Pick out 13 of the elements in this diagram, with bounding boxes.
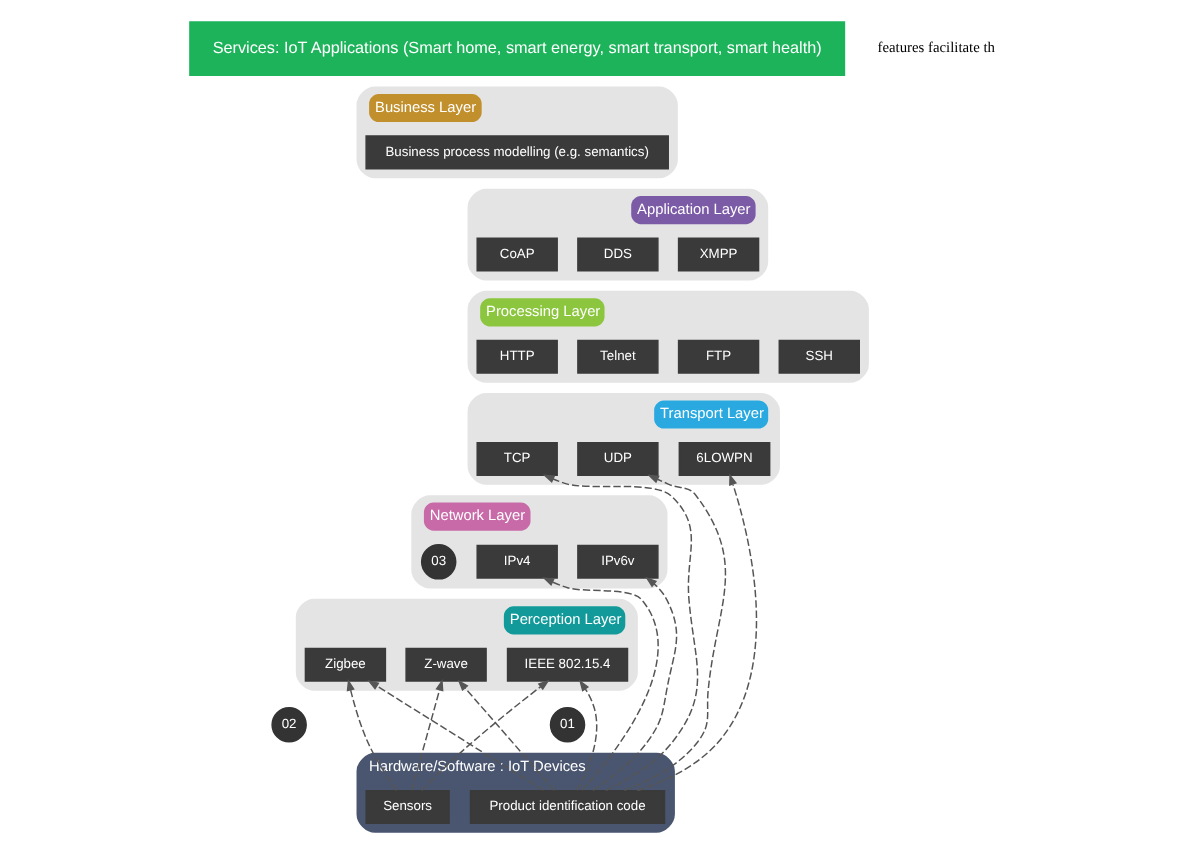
arrow [541, 577, 658, 791]
arrow [591, 576, 677, 792]
arrow [456, 679, 554, 791]
arrow [635, 473, 757, 792]
arrow [345, 678, 397, 792]
label: features facilitate th [876, 38, 994, 57]
node-box: Services: IoT Applications (Smart home, smart energy, smart transport, smart health) [188, 21, 845, 77]
arrow [410, 678, 443, 791]
arrow [575, 679, 597, 791]
arrow [622, 474, 726, 792]
arrow [366, 679, 543, 791]
arrow [541, 474, 698, 792]
arrow [420, 679, 549, 792]
